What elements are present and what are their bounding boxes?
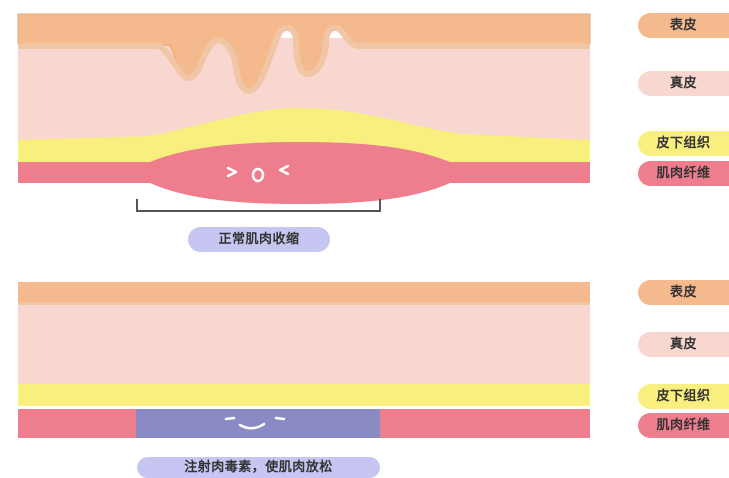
bottom-label-subcutaneous: 皮下组织	[638, 384, 729, 409]
bottom-botox-region	[136, 409, 380, 438]
relaxed-face-icon	[224, 416, 286, 430]
top-muscle-layer	[18, 142, 590, 204]
bottom-caption: 注射肉毒素，使肌肉放松	[137, 457, 380, 478]
bottom-skin-cross-section	[18, 282, 590, 438]
bottom-dermis-layer	[18, 305, 590, 384]
bottom-epidermis-layer	[18, 282, 590, 304]
bottom-subcutaneous-layer	[18, 384, 590, 406]
top-label-subcutaneous: 皮下组织	[638, 131, 729, 156]
top-label-muscle: 肌肉纤维	[638, 161, 729, 186]
bottom-epidermis-underside	[18, 302, 590, 305]
top-subcutaneous-layer	[18, 108, 590, 162]
top-epidermis-underside	[18, 24, 590, 94]
bottom-label-muscle: 肌肉纤维	[638, 413, 729, 438]
bottom-label-dermis: 真皮	[638, 332, 729, 357]
top-skin-cross-section	[17, 13, 591, 212]
top-caption: 正常肌肉收缩	[188, 227, 330, 252]
bottom-label-epidermis: 表皮	[638, 280, 729, 305]
top-muscle-bracket	[136, 199, 381, 212]
tense-face-icon	[226, 164, 290, 183]
top-label-epidermis: 表皮	[638, 13, 729, 38]
top-label-dermis: 真皮	[638, 71, 729, 96]
